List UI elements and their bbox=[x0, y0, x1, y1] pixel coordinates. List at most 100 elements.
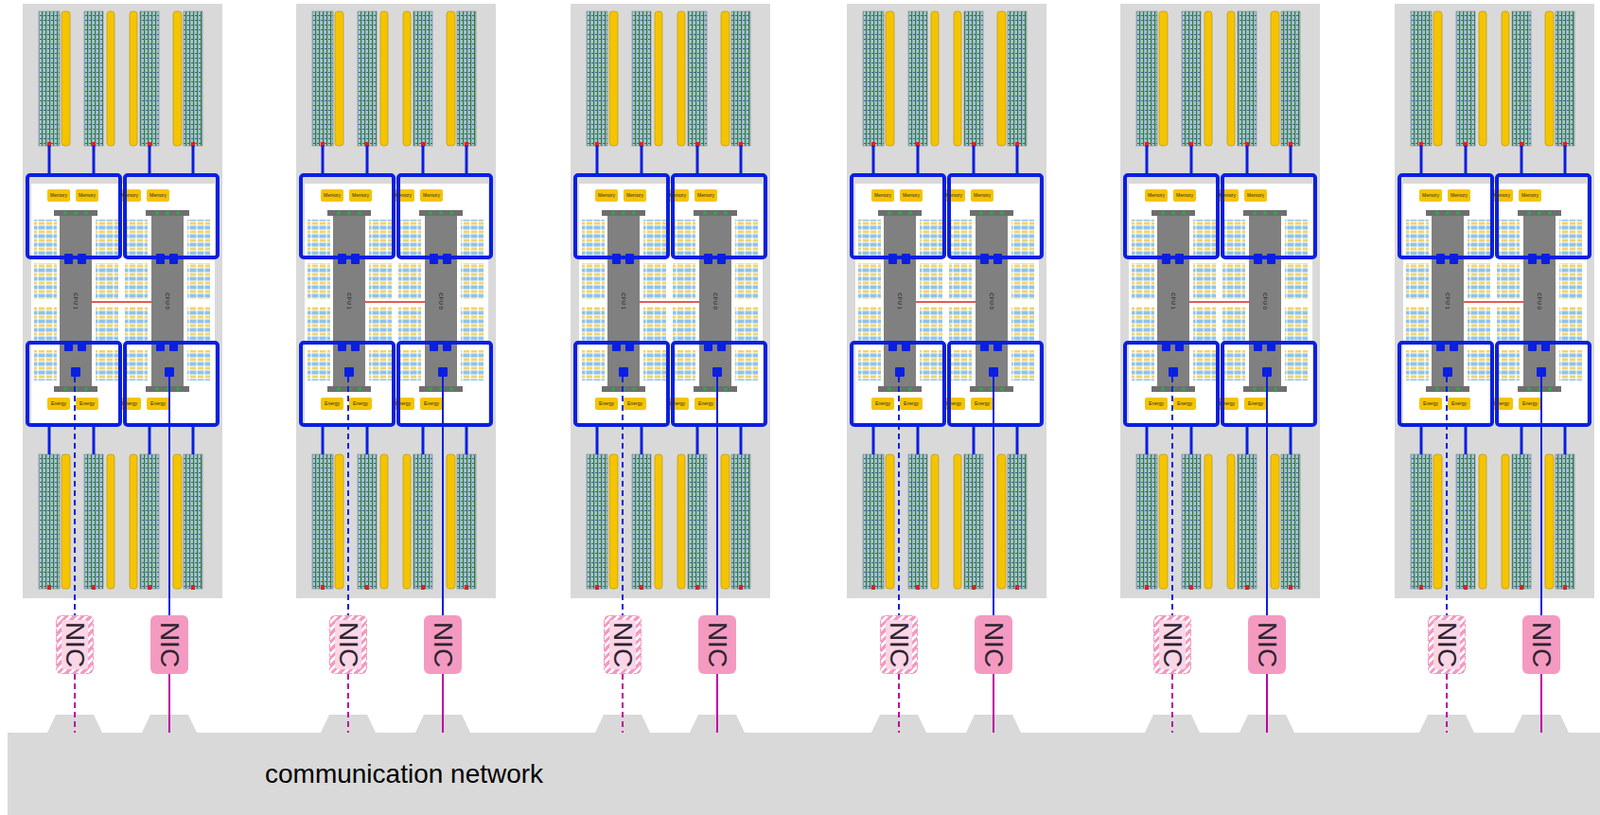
network-link bbox=[73, 673, 76, 733]
nic-box: NIC bbox=[698, 615, 737, 674]
chip-label: Energy bbox=[1144, 397, 1168, 410]
network-link bbox=[347, 673, 350, 733]
chip-label: Memory bbox=[871, 189, 895, 202]
chip-label: Energy bbox=[1215, 397, 1239, 410]
network-link bbox=[1265, 673, 1268, 733]
nic-box: NIC bbox=[1153, 615, 1192, 674]
chip-label: Memory bbox=[320, 189, 344, 202]
network-link bbox=[897, 673, 900, 733]
server-board bbox=[1120, 3, 1320, 598]
chip-label: Energy bbox=[349, 397, 372, 410]
chip-label: Memory bbox=[146, 189, 170, 202]
chip-label: Memory bbox=[1518, 189, 1542, 202]
nic-label: NIC bbox=[609, 619, 636, 669]
nic-label: NIC bbox=[1433, 619, 1460, 669]
chip-label: Energy bbox=[146, 397, 170, 410]
nic-label: NIC bbox=[885, 619, 913, 669]
chip-label: Memory bbox=[666, 189, 689, 202]
nic-box: NIC bbox=[974, 615, 1013, 674]
network-link bbox=[1445, 673, 1448, 733]
nic-box: NIC bbox=[603, 615, 642, 674]
nic-label: NIC bbox=[156, 619, 183, 669]
chip-label: Energy bbox=[871, 397, 895, 410]
chip-label: Energy bbox=[899, 397, 923, 410]
nic-label: NIC bbox=[334, 619, 362, 669]
chip-label: Energy bbox=[942, 397, 966, 410]
chip-label: Memory bbox=[118, 189, 141, 202]
nic-box: NIC bbox=[1248, 615, 1286, 674]
nic-label: NIC bbox=[429, 619, 457, 669]
cpu-nic-wires bbox=[74, 376, 1542, 616]
network-link bbox=[168, 673, 171, 733]
chip-label: Energy bbox=[118, 397, 141, 410]
cpu-label: CPU 0 bbox=[985, 281, 998, 320]
network-label: communication network bbox=[264, 760, 544, 788]
network-link bbox=[992, 673, 995, 733]
nic-label: NIC bbox=[61, 619, 88, 669]
chip-label: Energy bbox=[694, 397, 718, 410]
nic-label: NIC bbox=[1253, 619, 1281, 669]
chip-label: Memory bbox=[75, 189, 99, 202]
server-board bbox=[570, 3, 771, 598]
chip-label: Memory bbox=[899, 189, 923, 202]
chip-label: Memory bbox=[1244, 189, 1267, 202]
chip-label: Energy bbox=[420, 397, 443, 410]
cpu-label: CPU 0 bbox=[435, 281, 447, 320]
chip-label: Memory bbox=[970, 189, 994, 202]
chip-label: Energy bbox=[623, 397, 647, 410]
chip-label: Memory bbox=[1490, 189, 1513, 202]
chip-label: Energy bbox=[666, 397, 689, 410]
nic-box: NIC bbox=[879, 615, 918, 674]
cpu-label: CPU 0 bbox=[709, 281, 721, 320]
chip-label: Energy bbox=[1447, 397, 1471, 410]
chip-label: Memory bbox=[1419, 189, 1442, 202]
chip-label: Memory bbox=[1144, 189, 1168, 202]
cpu-label: CPU 1 bbox=[70, 281, 82, 320]
nic-label: NIC bbox=[1528, 619, 1555, 669]
chip-label: Memory bbox=[595, 189, 618, 202]
nic-label: NIC bbox=[1159, 619, 1186, 669]
chip-label: Memory bbox=[1173, 189, 1196, 202]
cpu-label: CPU 0 bbox=[1533, 281, 1546, 320]
chip-label: Energy bbox=[1518, 397, 1542, 410]
network-link bbox=[441, 673, 444, 733]
network-link bbox=[1171, 673, 1174, 733]
network-link bbox=[716, 673, 719, 733]
server-board bbox=[846, 3, 1047, 598]
network-ports bbox=[46, 714, 1570, 735]
chip-label: Energy bbox=[1173, 397, 1196, 410]
chip-label: Energy bbox=[75, 397, 99, 410]
network-band: communication network bbox=[7, 732, 1600, 815]
chip-label: Energy bbox=[970, 397, 994, 410]
cpu-label: CPU 1 bbox=[1167, 281, 1179, 320]
cpu-label: CPU 0 bbox=[161, 281, 174, 320]
chip-label: Memory bbox=[349, 189, 372, 202]
chip-label: Memory bbox=[623, 189, 647, 202]
nic-label: NIC bbox=[980, 619, 1007, 669]
cpu-label: CPU 1 bbox=[1441, 281, 1454, 320]
nic-box: NIC bbox=[329, 615, 368, 674]
chip-label: Memory bbox=[1215, 189, 1239, 202]
nic-box: NIC bbox=[55, 615, 94, 674]
cpu-label: CPU 1 bbox=[617, 281, 630, 320]
nic-box: NIC bbox=[423, 615, 462, 674]
nic-box: NIC bbox=[1427, 615, 1466, 674]
server-board bbox=[22, 3, 223, 598]
cpu-label: CPU 1 bbox=[894, 281, 906, 320]
server-board bbox=[296, 3, 496, 598]
chip-label: Energy bbox=[1490, 397, 1513, 410]
chip-label: Energy bbox=[320, 397, 344, 410]
chip-label: Energy bbox=[595, 397, 618, 410]
chip-label: Memory bbox=[47, 189, 71, 202]
nic-box: NIC bbox=[150, 615, 189, 674]
nic-label: NIC bbox=[703, 619, 731, 669]
cpu-label: CPU 0 bbox=[1259, 281, 1271, 320]
chip-label: Memory bbox=[391, 189, 415, 202]
network-link bbox=[1540, 673, 1543, 733]
nic-box: NIC bbox=[1522, 615, 1561, 674]
cpu-label: CPU 1 bbox=[343, 281, 355, 320]
chip-label: Memory bbox=[942, 189, 966, 202]
